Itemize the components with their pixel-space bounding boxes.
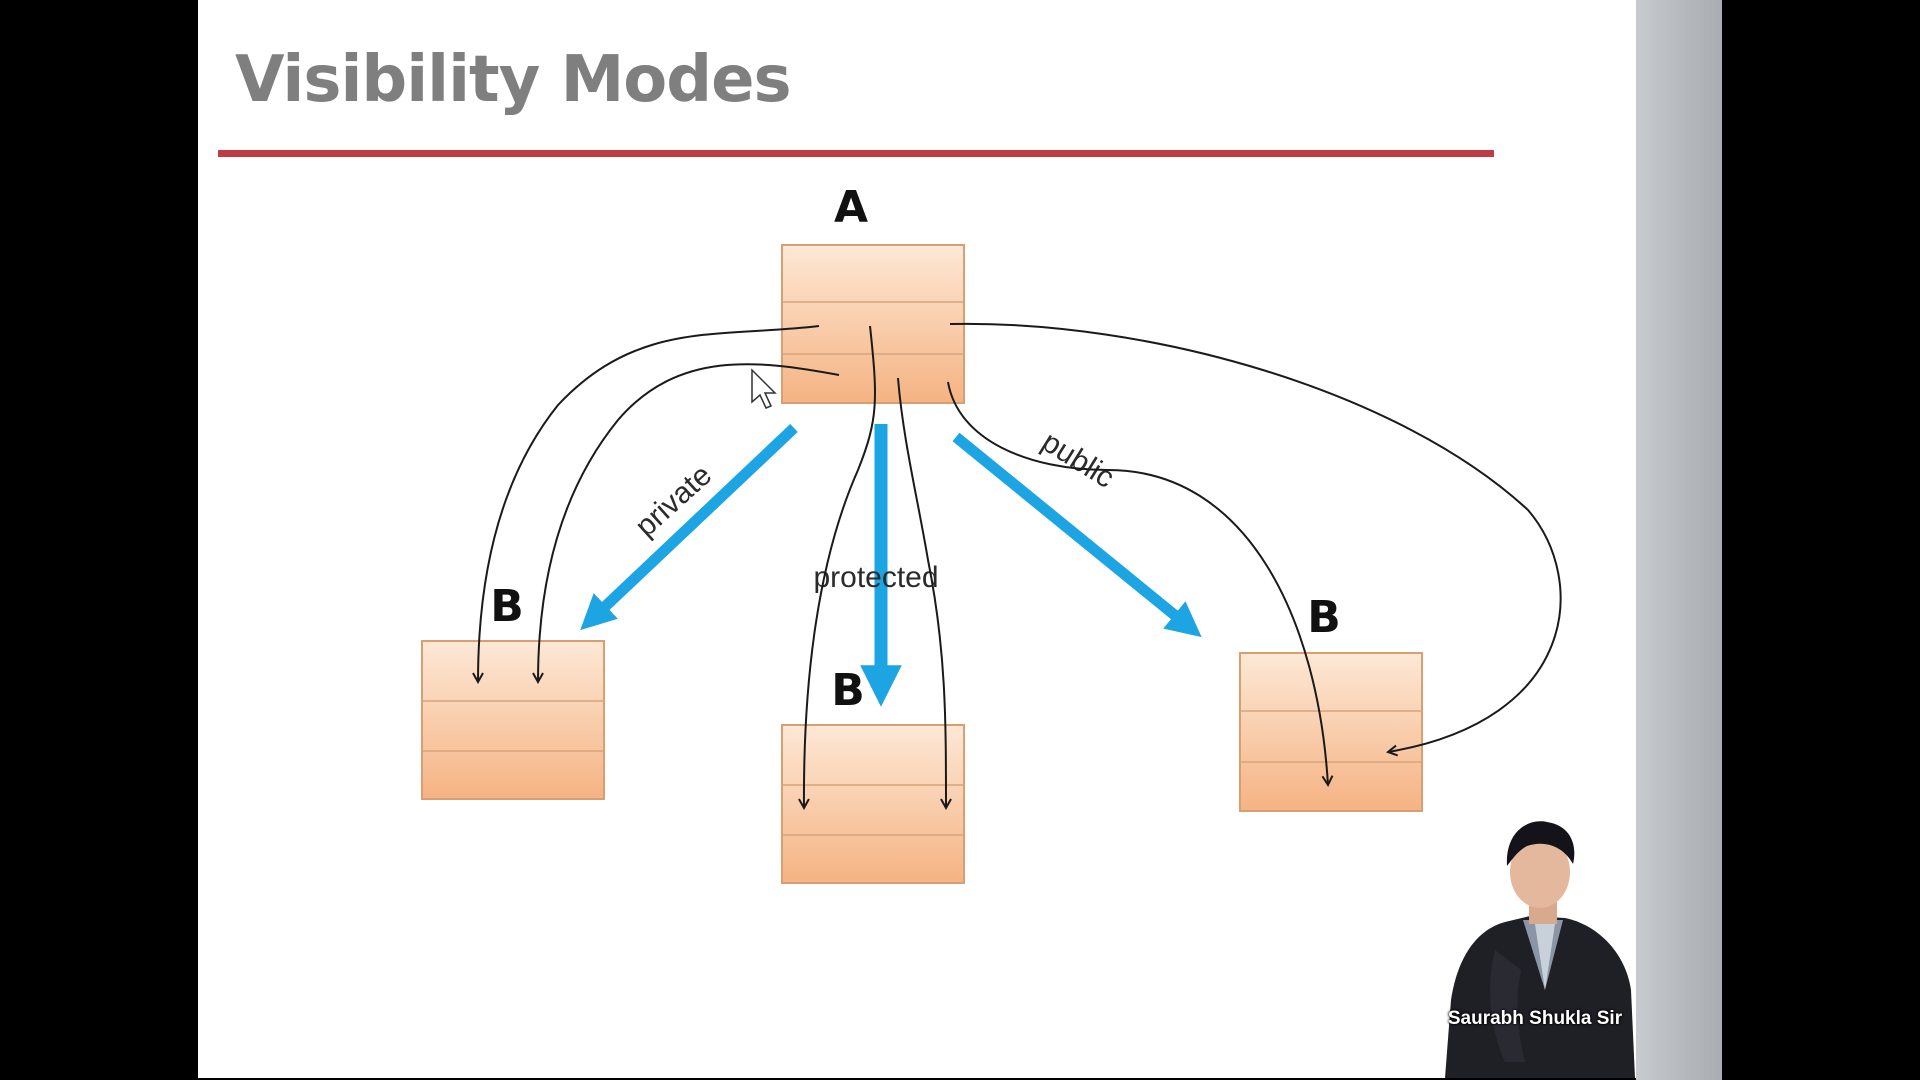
slide: Visibility Modes A — [198, 0, 1636, 1078]
presenter-video: Saurabh Shukla Sir — [1435, 800, 1635, 1078]
class-box-b-protected — [781, 724, 965, 884]
mode-label-public: public — [1036, 425, 1120, 495]
access-path-6 — [949, 322, 1562, 752]
access-path-3 — [804, 325, 876, 808]
class-label-b-private: B — [490, 581, 524, 632]
title-rule — [218, 150, 1494, 157]
slide-title: Visibility Modes — [235, 43, 792, 117]
private-inheritance-arrow — [580, 424, 798, 631]
class-box-a — [781, 244, 965, 404]
presenter-figure — [1445, 821, 1635, 1078]
access-path-2 — [538, 363, 840, 682]
class-label-a: A — [834, 182, 868, 233]
mouse-cursor-icon — [751, 368, 777, 409]
presenter-name: Saurabh Shukla Sir — [1447, 1008, 1623, 1029]
access-path-4 — [897, 377, 946, 808]
access-path-5 — [947, 381, 1328, 785]
public-inheritance-arrow — [952, 432, 1202, 638]
inheritance-diagram: A B B B — [421, 182, 1562, 884]
class-label-b-protected: B — [831, 665, 865, 716]
class-box-b-private — [421, 640, 605, 800]
class-box-b-public — [1239, 652, 1423, 812]
mode-label-protected: protected — [813, 561, 938, 594]
right-gutter — [1636, 0, 1722, 1080]
class-label-b-public: B — [1307, 592, 1341, 643]
mode-label-private: private — [629, 459, 718, 544]
access-path-1 — [478, 325, 820, 682]
